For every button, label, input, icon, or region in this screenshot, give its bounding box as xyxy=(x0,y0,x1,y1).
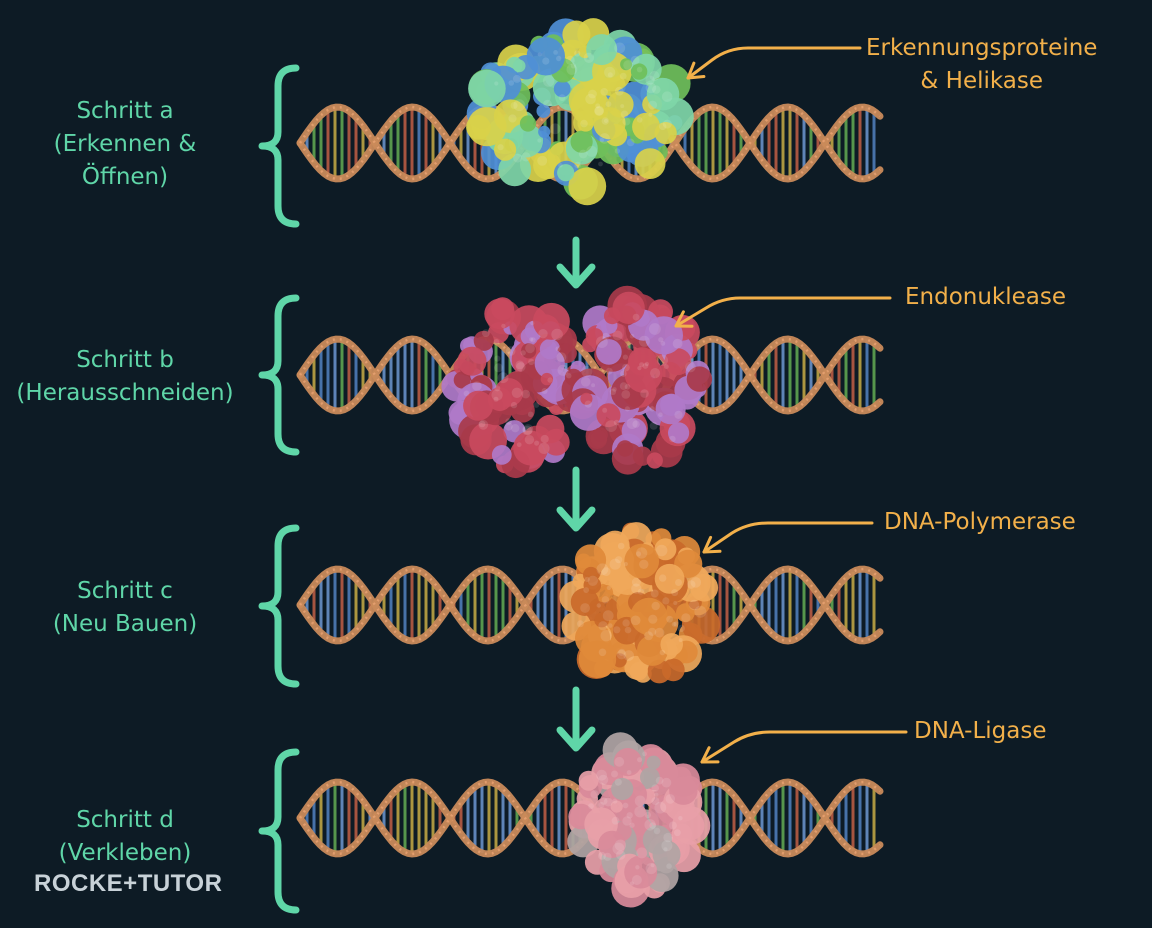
protein-label-endonuclease-text: Endonuklease xyxy=(905,284,1067,310)
protein-label-ligase: DNA-Ligase xyxy=(914,715,1046,748)
step-brace-b xyxy=(258,294,300,456)
step-brace-d xyxy=(258,748,300,914)
step-braces xyxy=(258,64,300,914)
step-a-desc-1: (Erkennen & xyxy=(53,131,197,157)
helicase-protein xyxy=(466,18,694,206)
flow-arrow-2 xyxy=(556,466,596,532)
pointer-ligase xyxy=(700,730,908,764)
step-b-title: Schritt b xyxy=(76,347,174,373)
flow-arrows xyxy=(556,236,596,752)
protein-label-endonuclease: Endonuklease xyxy=(905,281,1066,314)
step-b-label: Schritt b (Herausschneiden) xyxy=(0,344,250,410)
step-d-desc: (Verkleben) xyxy=(58,840,192,866)
polymerase-protein xyxy=(559,522,721,684)
ligase-protein xyxy=(567,732,711,908)
flow-arrow-1 xyxy=(556,236,596,289)
pointer-helicase xyxy=(686,46,862,80)
rocketutor-logo: ROCKE+TUTOR xyxy=(34,870,223,897)
pointer-arrows xyxy=(674,46,908,764)
flow-arrow-3 xyxy=(556,686,596,752)
endonuclease-protein-left xyxy=(441,297,598,479)
protein-label-helicase: Erkennungsproteine & Helikase xyxy=(866,32,1097,98)
step-brace-c xyxy=(258,524,300,688)
step-c-label: Schritt c (Neu Bauen) xyxy=(0,575,250,641)
endonuclease-protein-right xyxy=(567,285,713,475)
pointer-polymerase xyxy=(702,521,874,554)
step-d-label: Schritt d (Verkleben) xyxy=(0,804,250,870)
pointer-endonuclease xyxy=(674,296,892,328)
step-b-desc: (Herausschneiden) xyxy=(16,380,234,406)
protein-label-polymerase-text: DNA-Polymerase xyxy=(884,509,1076,535)
proteins xyxy=(441,18,721,908)
step-a-title: Schritt a xyxy=(76,98,174,124)
step-c-title: Schritt c xyxy=(77,578,173,604)
protein-label-ligase-text: DNA-Ligase xyxy=(914,718,1047,744)
protein-label-polymerase: DNA-Polymerase xyxy=(884,506,1076,539)
step-brace-a xyxy=(258,64,300,228)
step-d-title: Schritt d xyxy=(76,807,174,833)
protein-label-helicase-line2: & Helikase xyxy=(920,68,1044,94)
dna-strands xyxy=(296,103,884,858)
step-a-label: Schritt a (Erkennen & Öffnen) xyxy=(0,95,250,194)
step-c-desc: (Neu Bauen) xyxy=(52,611,198,637)
step-a-desc-2: Öffnen) xyxy=(81,164,169,190)
protein-label-helicase-line1: Erkennungsproteine xyxy=(866,35,1098,61)
